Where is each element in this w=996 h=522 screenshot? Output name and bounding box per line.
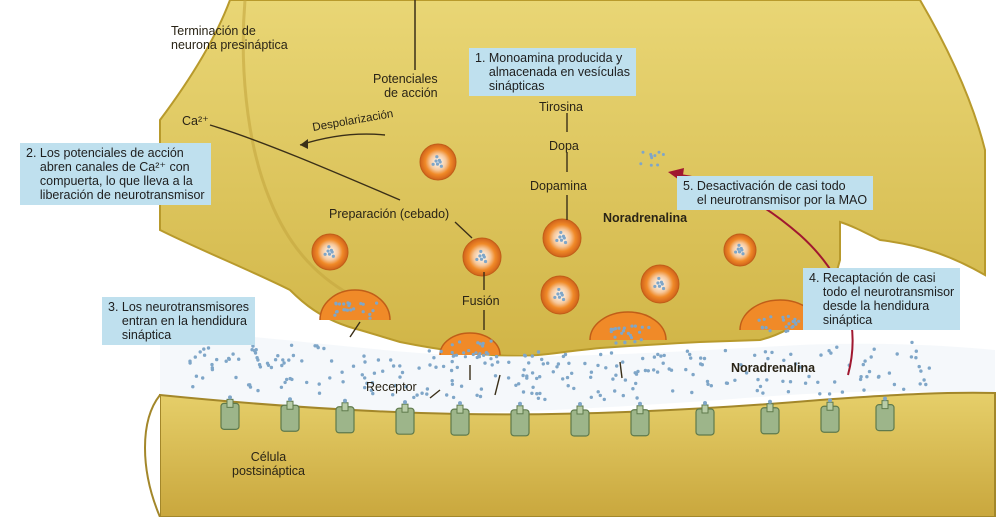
step2-box: 2. Los potenciales de acción abren canal…	[20, 143, 211, 205]
action-potentials-label: Potenciales de acción	[373, 72, 438, 100]
vesicle	[541, 276, 579, 314]
vesicle	[724, 234, 756, 266]
vesicle	[312, 234, 348, 270]
noradrenaline-cleft-label: Noradrenalina	[731, 361, 815, 375]
receptor-label: Receptor	[366, 380, 417, 394]
presynaptic-label: Terminación de neurona presináptica	[171, 24, 288, 52]
preparation-label: Preparación (cebado)	[329, 207, 449, 221]
step4-box: 4. Recaptación de casi todo el neurotran…	[803, 268, 960, 330]
vesicle	[420, 144, 456, 180]
step3-box: 3. Los neurotransmisores entran en la he…	[102, 297, 255, 345]
vesicle	[641, 265, 679, 303]
dopamine-label: Dopamina	[530, 179, 587, 193]
dopa-label: Dopa	[549, 139, 579, 153]
noradrenaline-vesicle-label: Noradrenalina	[603, 211, 687, 225]
fusion-label: Fusión	[462, 294, 500, 308]
tyrosine-label: Tirosina	[539, 100, 583, 114]
receptor	[631, 402, 649, 436]
vesicle	[463, 238, 501, 276]
vesicle	[543, 219, 581, 257]
step5-box: 5. Desactivación de casi todo el neurotr…	[677, 176, 873, 210]
receptor	[696, 401, 714, 435]
step1-box: 1. Monoamina producida y almacenada en v…	[469, 48, 636, 96]
postsynaptic-label: Célula postsináptica	[232, 450, 305, 478]
calcium-label: Ca²⁺	[182, 114, 209, 128]
